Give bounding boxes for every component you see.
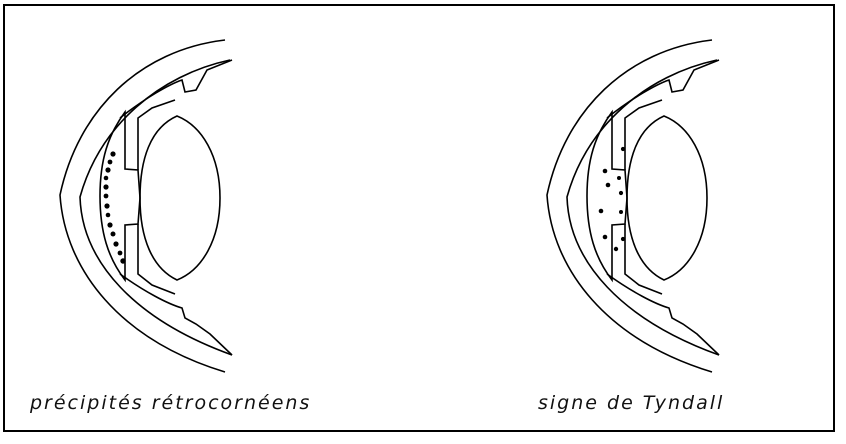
eye-diagram-right [547, 40, 719, 372]
right-diagram-caption: signe de Tyndall [538, 394, 724, 413]
eye-diagram-left [60, 40, 232, 372]
left-diagram-caption: précipités rétrocornéens [30, 394, 311, 413]
